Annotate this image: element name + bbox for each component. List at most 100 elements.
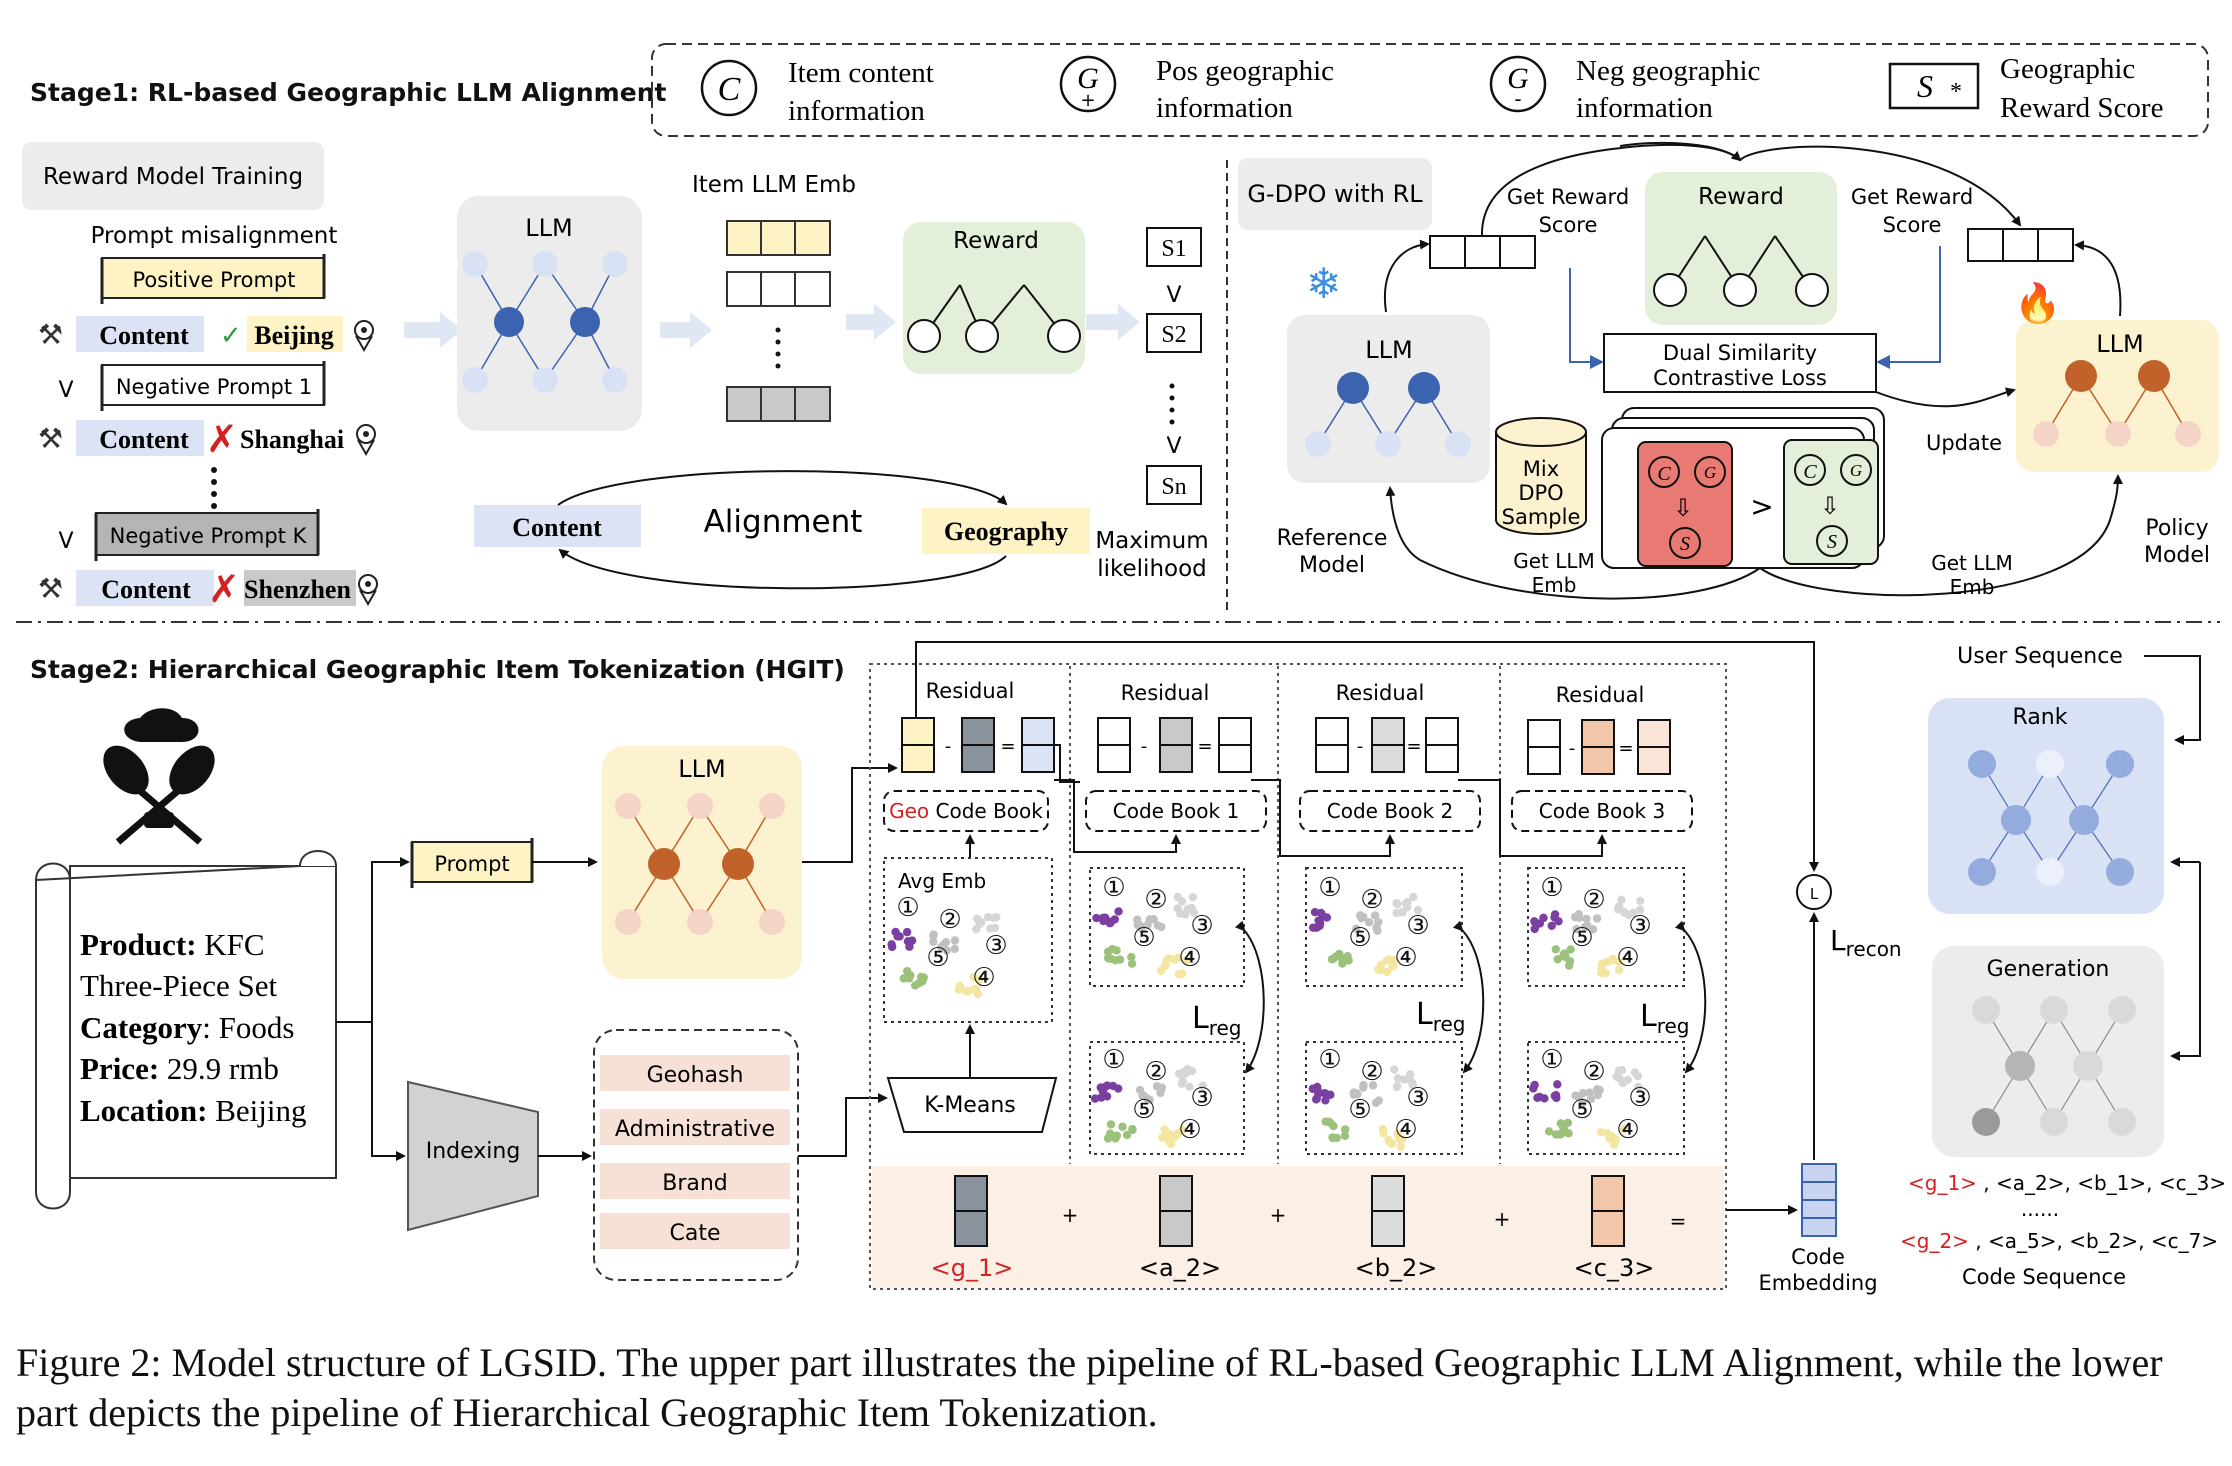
alignment-arrow-bottom	[558, 548, 1007, 590]
cluster-point	[1605, 1134, 1614, 1143]
get-reward-score-right-1: Get Reward	[1851, 185, 1973, 209]
cluster-point	[1544, 1127, 1554, 1136]
policy-llm-label: LLM	[2096, 330, 2143, 358]
lreg-label-1: Lreg	[1192, 1001, 1242, 1040]
cluster-point	[1338, 959, 1347, 968]
user-seq-to-rank-arrow	[2144, 655, 2201, 745]
residual-col-2: Residual - =	[1315, 681, 1459, 773]
cluster-number: ②	[1144, 1057, 1167, 1087]
cluster-point	[1160, 961, 1170, 970]
alignment-geography-label: Geography	[944, 517, 1068, 546]
cluster-point	[1340, 1125, 1350, 1134]
cluster-point	[1382, 967, 1392, 977]
lreg-label-2: Lreg	[1416, 997, 1466, 1036]
cluster-point	[1552, 1093, 1561, 1103]
cluster-point	[1331, 952, 1341, 961]
code-g1: <g_1>	[931, 1175, 1014, 1282]
reward-to-policy-arc	[1739, 145, 2022, 227]
cluster-point	[1374, 1096, 1383, 1105]
emb-dots	[775, 327, 781, 369]
cluster-point	[1535, 919, 1545, 928]
svg-text:S2: S2	[1161, 322, 1186, 348]
svg-text:Shanghai: Shanghai	[240, 425, 344, 454]
dual-similarity-label-2: Contrastive Loss	[1653, 366, 1827, 390]
res-to-codebook1-arrow	[1054, 779, 1181, 853]
svg-text:Code Book 3: Code Book 3	[1539, 799, 1665, 823]
cluster-point	[1392, 1082, 1402, 1092]
cluster-point	[1566, 945, 1575, 954]
vee-2: V	[58, 529, 73, 554]
cluster-point	[1328, 1133, 1337, 1143]
svg-text:=: =	[1406, 736, 1421, 757]
get-llm-emb-right-1: Get LLM	[1931, 551, 2013, 575]
svg-text:Administrative: Administrative	[615, 1117, 775, 1142]
cluster-point	[1373, 926, 1382, 935]
cluster-point	[1580, 922, 1590, 932]
cluster-point	[1112, 1131, 1122, 1140]
cluster-point	[1578, 1089, 1588, 1098]
policy-label-1: Policy	[2145, 516, 2208, 541]
svg-text:Sn: Sn	[1161, 474, 1186, 500]
cluster-point	[1393, 899, 1402, 909]
cluster-point	[1105, 1129, 1115, 1138]
l-circle-label: L	[1810, 885, 1819, 903]
cluster-point	[1611, 1135, 1620, 1144]
positive-prompt-scroll: Positive Prompt	[100, 254, 326, 304]
cluster-point	[1189, 908, 1199, 917]
score-dots	[1169, 383, 1175, 425]
svg-text:information: information	[1156, 92, 1293, 124]
gdpo-title-box	[1238, 158, 1432, 230]
cluster-number: ④	[1616, 943, 1639, 973]
svg-text:Content: Content	[101, 575, 191, 604]
svg-text:Geo Code Book: Geo Code Book	[889, 799, 1043, 823]
score-sn: Sn	[1146, 465, 1202, 505]
cluster-point	[1565, 956, 1575, 966]
legend-item-reward-score: S * Geographic Reward Score	[1888, 53, 2163, 124]
cluster-point	[1127, 959, 1137, 968]
get-reward-score-right-2: Score	[1883, 213, 1942, 237]
cluster-point	[954, 985, 963, 994]
code-emb-label-1: Code	[1791, 1245, 1845, 1269]
cross-icon: ✗	[206, 417, 238, 461]
gdpo-title: G-DPO with RL	[1247, 180, 1423, 208]
cluster-point	[1556, 1119, 1566, 1128]
alignment-label: Alignment	[704, 504, 863, 540]
cluster-point	[1560, 949, 1570, 958]
score-s1: S1	[1146, 227, 1202, 267]
svg-text:S1: S1	[1161, 236, 1186, 262]
cluster-point	[902, 927, 912, 937]
cluster-point	[1092, 913, 1101, 923]
svg-text:<g_1>: <g_1>	[931, 1254, 1014, 1282]
gdpo-reward-label: Reward	[1698, 184, 1784, 210]
plus-1: +	[1062, 1203, 1079, 1227]
code-seq-dots: ......	[2021, 1197, 2059, 1221]
svg-text:-: -	[1514, 87, 1521, 111]
reference-label-1: Reference	[1277, 526, 1388, 551]
cluster-number: ③	[1628, 911, 1651, 941]
flow-arrow-3	[846, 304, 896, 340]
svg-text:Residual: Residual	[926, 679, 1015, 703]
cluster-number: ①	[1102, 873, 1125, 903]
cluster-point	[1384, 1137, 1394, 1146]
cluster-point	[1340, 1131, 1350, 1141]
cluster-point	[1592, 1085, 1602, 1094]
cluster-point	[983, 912, 993, 922]
svg-text:Content: Content	[99, 321, 189, 350]
cluster-point	[1364, 917, 1374, 927]
cluster-point	[950, 944, 959, 954]
svg-text:G: G	[1507, 62, 1529, 95]
dual-similarity-label-1: Dual Similarity	[1663, 341, 1817, 365]
svg-text:Positive Prompt: Positive Prompt	[133, 268, 296, 292]
codebook-2: Code Book 2	[1299, 790, 1481, 832]
cluster-point	[1602, 957, 1612, 967]
location-pin-icon	[358, 574, 378, 607]
cluster-point	[1143, 920, 1152, 930]
res-to-codebook3-arrow	[1458, 779, 1607, 857]
cluster-point	[1614, 965, 1624, 975]
cluster-point	[1547, 921, 1556, 930]
cluster-point	[1588, 925, 1598, 934]
svg-text:<c_3>: <c_3>	[1574, 1254, 1655, 1282]
product-line-2: Three-Piece Set	[80, 968, 277, 1003]
svg-text:S: S	[1827, 531, 1837, 553]
